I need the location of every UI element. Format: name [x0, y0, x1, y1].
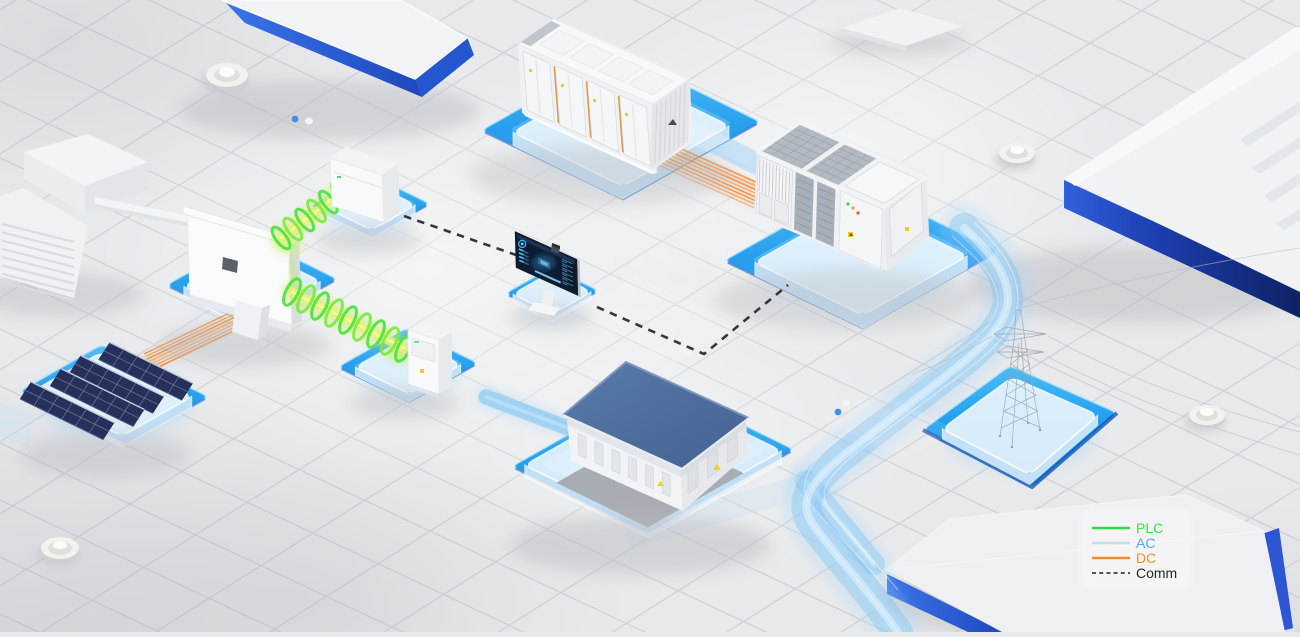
svg-text:PLC: PLC [1136, 520, 1163, 536]
svg-text:AC: AC [1136, 535, 1155, 551]
svg-text:DC: DC [1136, 550, 1156, 566]
svg-text:Comm: Comm [1136, 565, 1177, 581]
